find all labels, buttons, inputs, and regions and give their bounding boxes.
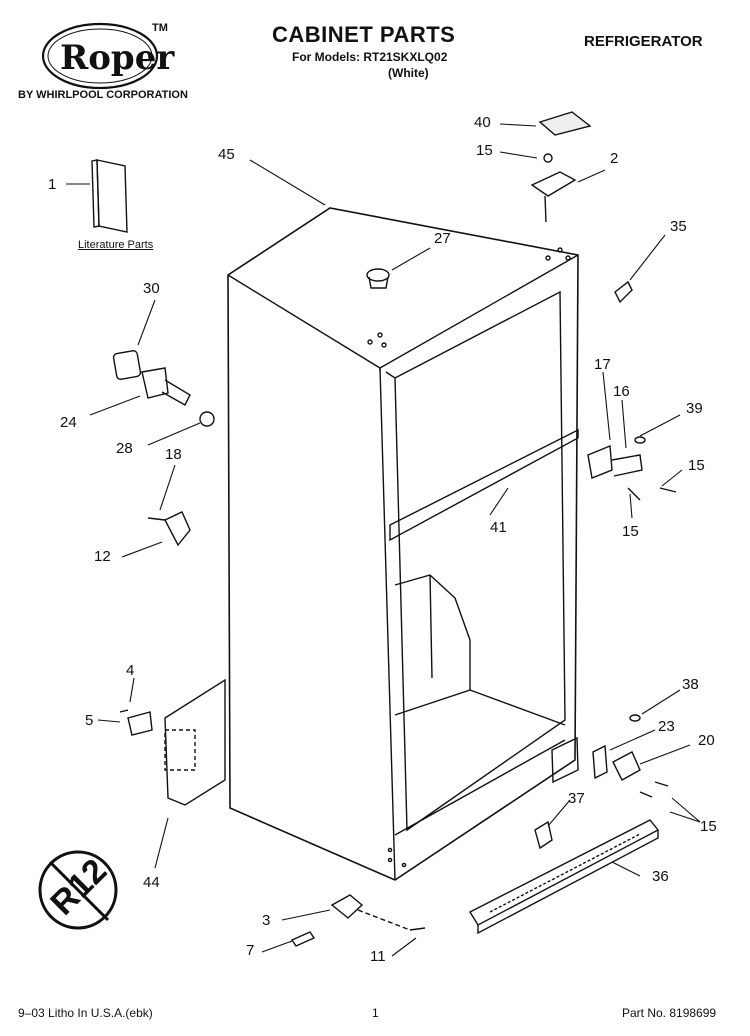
roper-logo-oval (41, 22, 159, 90)
color-line: (White) (388, 66, 429, 80)
callout-36: 36 (652, 868, 669, 885)
callout-15-top: 15 (476, 142, 493, 159)
callout-39: 39 (686, 400, 703, 417)
footer-page-number: 1 (372, 1006, 379, 1020)
cabinet-drawing (227, 207, 579, 881)
callout-37: 37 (568, 790, 585, 807)
leveler-3-icon (330, 894, 364, 919)
callout-23: 23 (658, 718, 675, 735)
trademark-mark: TM (152, 22, 168, 34)
callout-7: 7 (246, 942, 255, 959)
bracket-12-icon (164, 511, 191, 547)
callout-38: 38 (682, 676, 699, 693)
callout-15-mid: 15 (622, 523, 639, 540)
callout-15-right: 15 (688, 457, 705, 474)
callout-20: 20 (698, 732, 715, 749)
r12-badge-circle (38, 850, 118, 930)
callout-41: 41 (490, 519, 507, 536)
category-label: REFRIGERATOR (584, 33, 703, 50)
bracket-44-icon (164, 678, 226, 806)
callout-15-bottom: 15 (700, 818, 717, 835)
shaft-24-icon (141, 367, 169, 399)
plug-27-icon (366, 268, 390, 282)
callout-28: 28 (116, 440, 133, 457)
washer-28-icon (199, 411, 215, 427)
page-title: CABINET PARTS (272, 22, 456, 47)
callout-17: 17 (594, 356, 611, 373)
grommet-30-icon (112, 350, 142, 380)
callout-1: 1 (48, 176, 57, 193)
top-hinge-icon (530, 171, 577, 197)
brand-subtitle: BY WHIRLPOOL CORPORATION (18, 89, 188, 101)
callout-12: 12 (94, 548, 111, 565)
callout-45: 45 (218, 146, 235, 163)
callout-11: 11 (370, 948, 386, 965)
grille-36-icon (469, 819, 660, 935)
literature-booklet-icon (91, 159, 128, 233)
callout-16: 16 (613, 383, 630, 400)
callout-35: 35 (670, 218, 687, 235)
callout-4: 4 (126, 662, 135, 679)
callout-5: 5 (85, 712, 94, 729)
brand-logo-text: Roper (60, 38, 175, 78)
callout-30: 30 (143, 280, 160, 297)
callout-3: 3 (262, 912, 271, 929)
literature-parts-label: Literature Parts (78, 239, 154, 251)
callout-27: 27 (434, 230, 451, 247)
callout-18: 18 (165, 446, 182, 463)
hinge-cover-icon (538, 111, 592, 136)
callout-2: 2 (610, 150, 619, 167)
footer-part-number: Part No. 8198699 (622, 1006, 717, 1020)
models-line: For Models: RT21SKXLQ02 (292, 50, 448, 64)
callout-24: 24 (60, 414, 77, 431)
hinge-bottom-icon (592, 744, 608, 780)
callout-40: 40 (474, 114, 491, 131)
clip-37-icon (534, 820, 553, 850)
part-35-icon (614, 280, 633, 304)
footer-print-info: 9–03 Litho In U.S.A.(ebk) (18, 1006, 153, 1020)
hinge-center-icon (587, 444, 613, 479)
callout-44: 44 (143, 874, 160, 891)
